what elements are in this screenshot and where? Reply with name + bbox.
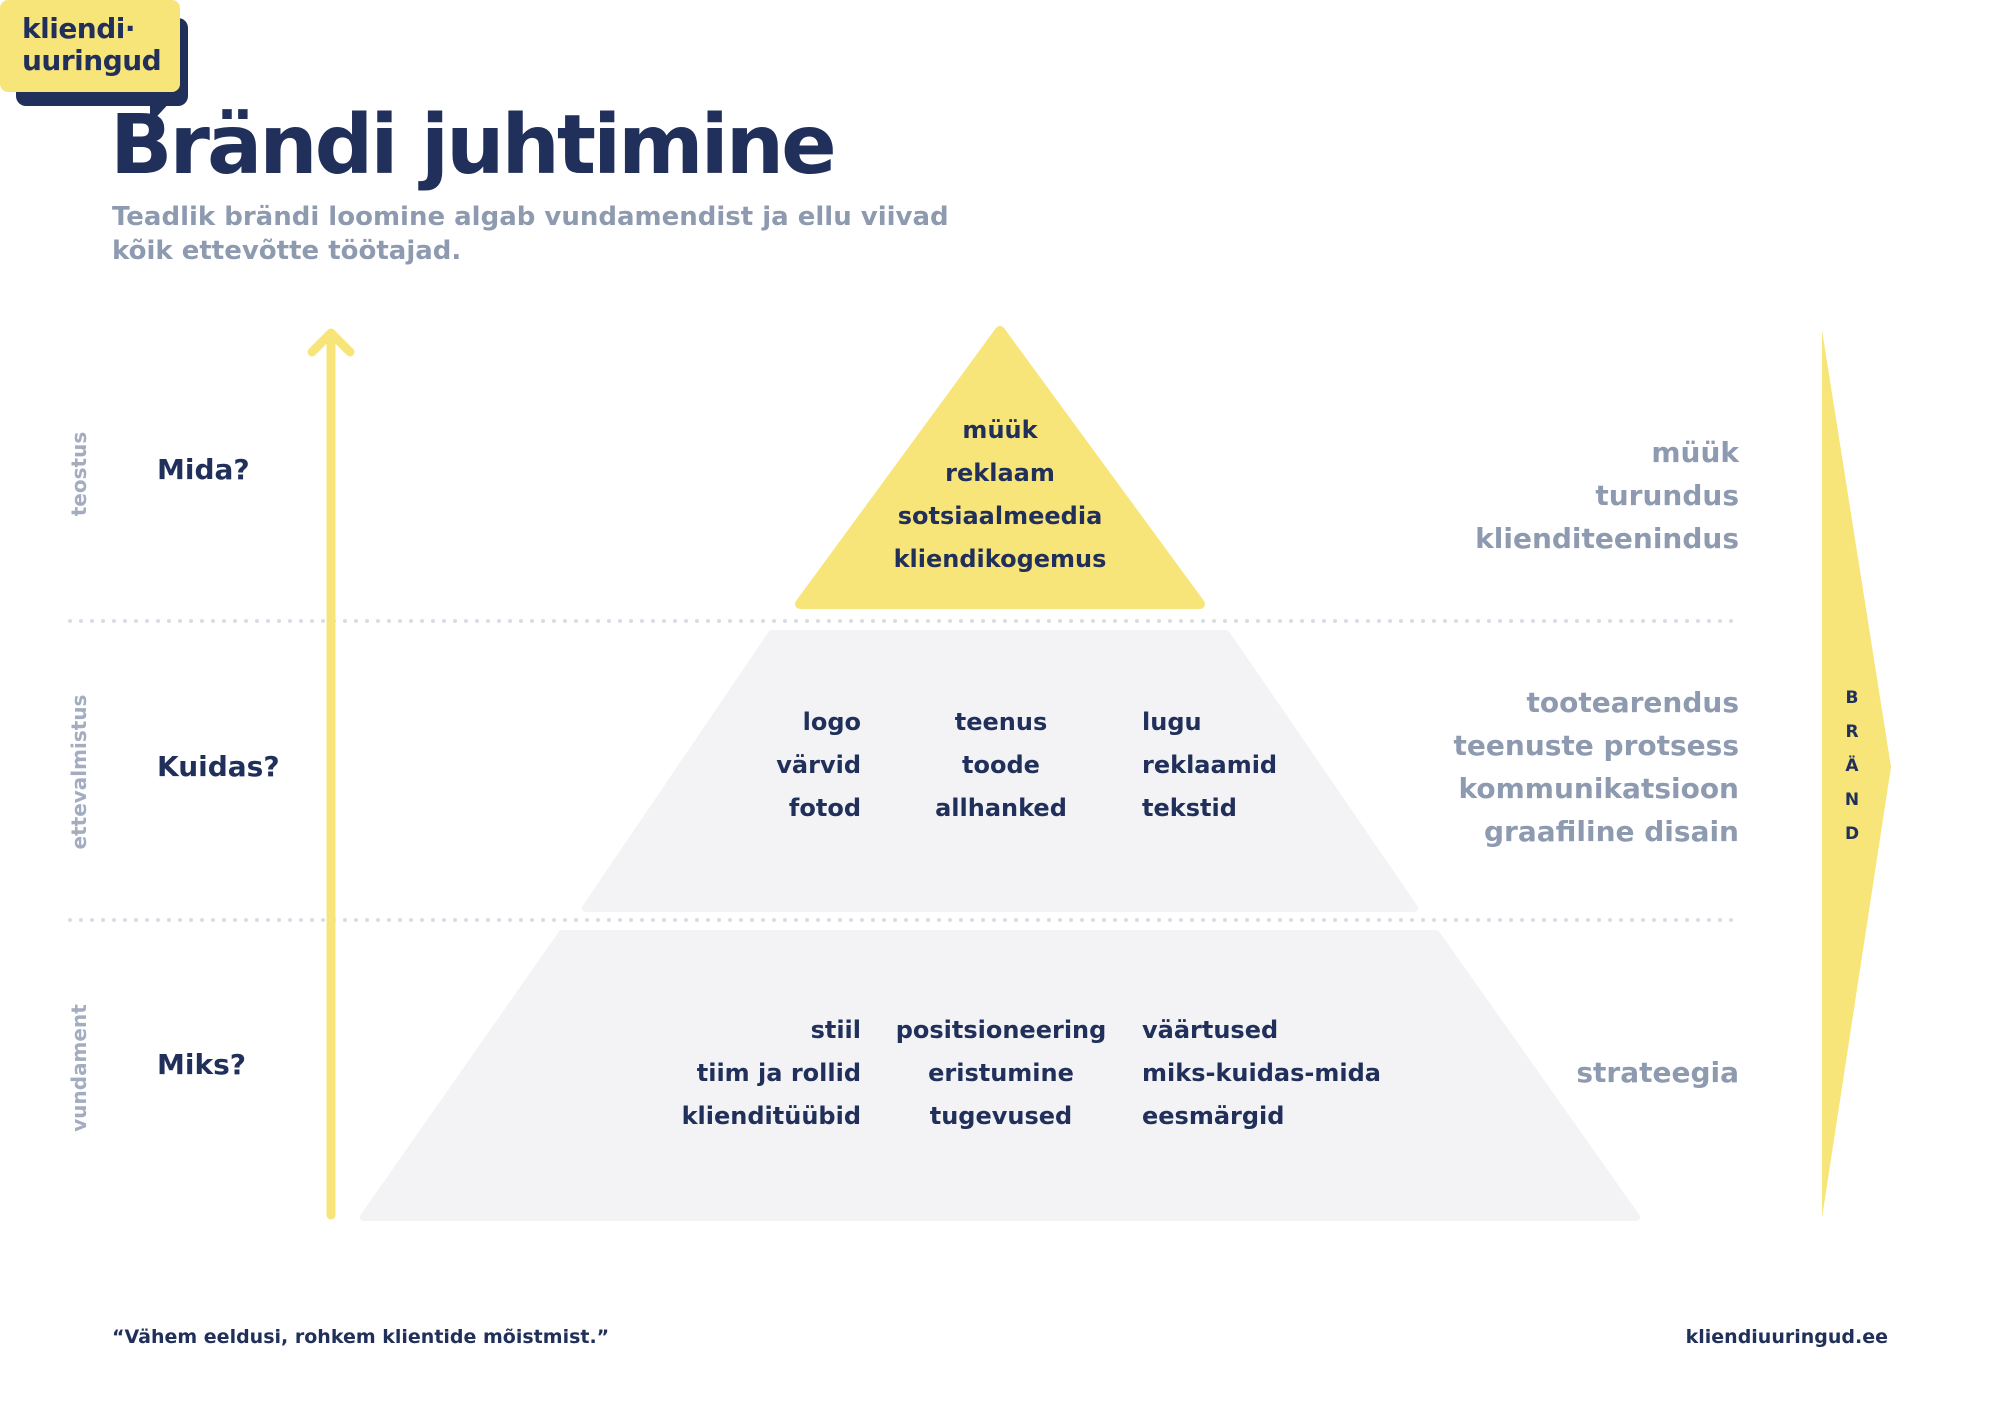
pyramid-item: sotsiaalmeedia [897,502,1103,530]
pyramid-item: tugevused [929,1102,1073,1130]
pyramid-item: müük [962,416,1038,444]
department-item: kommunikatsioon [1458,772,1740,805]
pyramid-top-teostus [795,326,1205,609]
pyramid-item: miks-kuidas-mida [1142,1059,1381,1087]
pyramid-item: lugu [1142,708,1202,736]
brand-letter: R [1845,722,1859,742]
department-item: strateegia [1576,1056,1739,1089]
footer-quote: “Vähem eeldusi, rohkem klientide mõistmi… [112,1326,610,1348]
pyramid-item: eristumine [928,1059,1074,1087]
logo-text-line-2: uuringud [22,44,162,77]
department-item: tootearendus [1526,686,1739,719]
pyramid-item: positsioneering [895,1016,1107,1044]
question-miks: Miks? [157,1048,246,1081]
pyramid-item: logo [802,708,861,736]
brand-letter: N [1844,790,1860,810]
department-item: turundus [1595,479,1739,512]
pyramid-middle-ettevalmistus [582,630,1418,912]
department-item: müük [1651,436,1739,469]
logo-bubble-tail [150,100,172,124]
footer-website-link[interactable]: kliendiuuringud.ee [1685,1326,1888,1348]
department-item: graafiline disain [1484,815,1739,848]
pyramid-item: väärtused [1142,1016,1279,1044]
pyramid-item: reklaamid [1142,751,1278,779]
pyramid-item: värvid [776,751,861,779]
question-mida: Mida? [157,453,250,486]
department-item: teenuste protsess [1453,729,1739,762]
pyramid-item: allhanked [935,794,1067,822]
logo-bubble [0,0,180,92]
pyramid-item: klienditüübid [681,1102,861,1130]
pyramid-item: eesmärgid [1142,1102,1285,1130]
logo-text-line-1: kliendi· [22,12,136,45]
pyramid-item: stiil [810,1016,861,1044]
pyramid-item: toode [962,751,1040,779]
page-title: Brändi juhtimine [110,98,837,193]
subtitle-line-2: kõik ettevõtte töötajad. [112,236,462,266]
subtitle-line-1: Teadlik brändi loomine algab vundamendis… [112,202,949,232]
side-label-vundament: vundament [67,1004,91,1132]
pyramid-item: fotod [788,794,861,822]
brand-letter: D [1844,824,1860,844]
up-arrow-icon [307,328,355,1220]
side-label-teostus: teostus [67,431,91,517]
pyramid-item: tekstid [1142,794,1237,822]
department-item: klienditeenindus [1475,522,1739,555]
pyramid-item: kliendikogemus [893,545,1107,573]
pyramid-item: reklaam [945,459,1055,487]
pyramid-item: tiim ja rollid [696,1059,861,1087]
kliendiuuringud-logo: kliendi· uuringud [0,0,210,128]
brand-letter: B [1845,688,1859,708]
pyramid-item: teenus [954,708,1048,736]
side-label-ettevalmistus: ettevalmistus [67,694,91,850]
pyramid-bottom-vundament [360,930,1640,1221]
brand-arrow [1822,330,1891,1218]
brand-letter: Ä [1845,756,1859,776]
question-kuidas: Kuidas? [157,750,280,783]
